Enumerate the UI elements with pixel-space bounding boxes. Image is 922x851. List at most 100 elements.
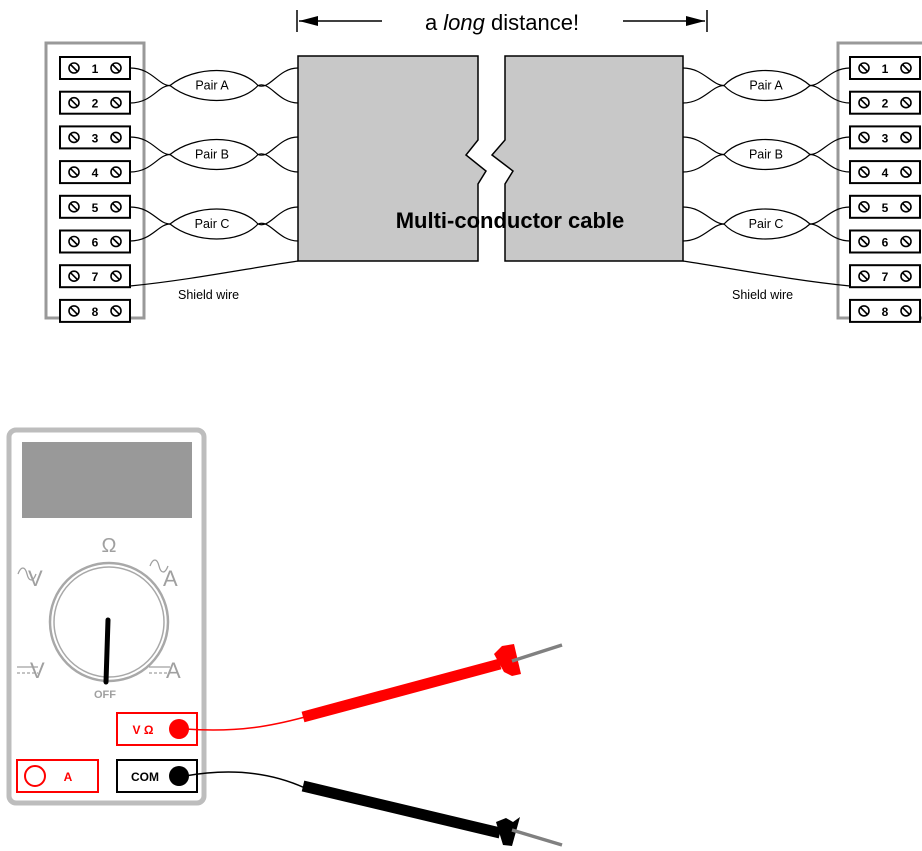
screw-icon[interactable] — [110, 62, 122, 74]
screw-icon[interactable] — [900, 235, 912, 248]
terminal-number: 4 — [882, 166, 889, 180]
pair-label-right: Pair C — [749, 217, 784, 231]
dc-volt-label: V — [30, 658, 45, 683]
screw-icon[interactable] — [110, 96, 122, 109]
left-terminal-5: 5 — [59, 194, 131, 219]
screw-icon[interactable] — [900, 305, 912, 317]
terminal-number: 3 — [882, 131, 889, 145]
multimeter: Ω V A V A OFF V Ω A — [6, 427, 207, 806]
rotary-selector-dial[interactable] — [48, 561, 170, 685]
dc-amp-label: A — [166, 658, 181, 683]
left-terminal-8: 8 — [59, 298, 131, 323]
ohm-symbol: Ω — [102, 535, 117, 557]
screw-icon[interactable] — [858, 201, 870, 213]
right-terminal-7: 7 — [849, 264, 921, 289]
terminal-number: 2 — [92, 97, 99, 111]
ac-wave-icon — [17, 567, 37, 581]
right-terminal-2: 2 — [849, 90, 921, 115]
terminal-number: 8 — [882, 305, 889, 319]
com-jack[interactable]: COM — [116, 759, 198, 793]
left-terminal-2: 2 — [59, 90, 131, 115]
screw-icon[interactable] — [858, 305, 870, 317]
v-ohm-label: V Ω — [133, 723, 154, 737]
amp-jack[interactable]: A — [16, 759, 99, 793]
right-terminal-6: 6 — [849, 229, 921, 254]
distance-label: a long distance! — [425, 10, 579, 35]
v-ohm-jack[interactable]: V Ω — [116, 712, 198, 746]
terminal-number: 8 — [92, 305, 99, 319]
dc-symbol-icon — [17, 666, 38, 674]
left-terminal-3: 3 — [59, 125, 131, 150]
screw-icon[interactable] — [68, 96, 80, 109]
pair-c: Pair C Pair C — [129, 206, 851, 242]
left-terminal-7: 7 — [59, 264, 131, 289]
terminal-number: 7 — [882, 270, 889, 284]
off-label: OFF — [94, 689, 116, 701]
screw-icon[interactable] — [858, 131, 870, 144]
pair-a: Pair A Pair A — [129, 67, 851, 104]
screw-icon[interactable] — [110, 201, 122, 213]
selector-pointer — [103, 617, 111, 685]
pair-b: Pair B Pair B — [129, 136, 851, 173]
screw-icon[interactable] — [68, 131, 80, 144]
screw-icon[interactable] — [68, 305, 80, 317]
screw-icon[interactable] — [858, 166, 870, 178]
com-jack-label: COM — [131, 770, 159, 784]
terminal-number: 5 — [882, 201, 889, 215]
left-terminal-1: 1 — [59, 56, 131, 80]
left-terminal-4: 4 — [59, 160, 131, 185]
shield-wires: Shield wire Shield wire — [129, 260, 851, 302]
terminal-number: 1 — [92, 62, 99, 76]
screw-icon[interactable] — [858, 62, 870, 74]
right-terminal-4: 4 — [849, 160, 921, 185]
screw-icon[interactable] — [110, 166, 122, 178]
right-terminal-3: 3 — [849, 125, 921, 150]
red-probe-tip — [511, 643, 563, 663]
red-test-lead[interactable] — [184, 643, 563, 731]
screw-icon[interactable] — [858, 270, 870, 283]
screw-icon[interactable] — [900, 166, 912, 178]
terminal-number: 3 — [92, 131, 99, 145]
screw-icon[interactable] — [858, 96, 870, 109]
pair-label-left: Pair C — [195, 217, 230, 231]
screw-icon[interactable] — [110, 270, 122, 283]
meter-display — [22, 442, 192, 518]
terminal-number: 4 — [92, 166, 99, 180]
black-test-lead[interactable] — [184, 771, 563, 847]
cable-label: Multi-conductor cable — [396, 208, 625, 233]
screw-icon[interactable] — [900, 270, 912, 283]
screw-icon[interactable] — [68, 201, 80, 213]
screw-icon[interactable] — [68, 166, 80, 178]
screw-icon[interactable] — [900, 131, 912, 144]
shield-label-left: Shield wire — [178, 288, 239, 302]
terminal-number: 5 — [92, 201, 99, 215]
ac-amp-label: A — [163, 566, 178, 591]
screw-icon[interactable] — [68, 235, 80, 248]
terminal-number: 6 — [92, 236, 99, 250]
screw-icon[interactable] — [900, 62, 912, 74]
screw-icon[interactable] — [68, 62, 80, 74]
right-terminal-block: 1 2 3 4 5 6 7 8 — [836, 41, 922, 323]
screw-icon[interactable] — [110, 235, 122, 248]
pair-label-right: Pair A — [749, 79, 783, 93]
screw-icon[interactable] — [110, 305, 122, 317]
terminal-number: 2 — [882, 97, 889, 111]
pair-label-left: Pair A — [195, 79, 229, 93]
terminal-number: 6 — [882, 236, 889, 250]
screw-icon[interactable] — [900, 96, 912, 109]
pair-label-left: Pair B — [195, 148, 229, 162]
terminal-number: 1 — [882, 62, 889, 76]
screw-icon[interactable] — [900, 201, 912, 213]
right-terminal-1: 1 — [849, 56, 921, 80]
screw-icon[interactable] — [68, 270, 80, 283]
distance-annotation: a long distance! — [296, 10, 708, 35]
screw-icon[interactable] — [110, 131, 122, 144]
screw-icon[interactable] — [858, 235, 870, 248]
pair-label-right: Pair B — [749, 148, 783, 162]
left-terminal-6: 6 — [59, 229, 131, 254]
right-terminal-8: 8 — [849, 298, 921, 323]
ac-volt-label: V — [28, 566, 43, 591]
ac-wave-icon — [149, 559, 169, 573]
shield-label-right: Shield wire — [732, 288, 793, 302]
